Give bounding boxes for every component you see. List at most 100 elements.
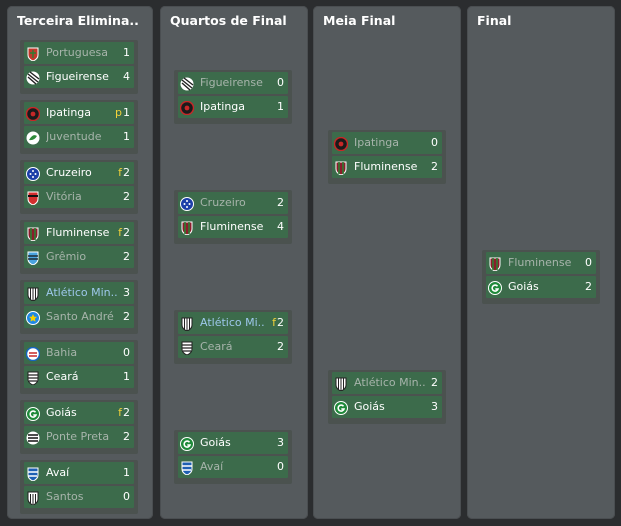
- result-flag: p: [115, 106, 122, 119]
- team-name: Cruzeiro: [46, 166, 92, 179]
- team-score: 2: [585, 280, 592, 293]
- team-row[interactable]: Avaí 0: [178, 456, 288, 478]
- team-score: 2: [123, 430, 130, 443]
- team-name: Goiás: [200, 436, 231, 449]
- team-score: 2: [277, 340, 284, 353]
- team-name: Avaí: [46, 466, 70, 479]
- team-name: Ceará: [46, 370, 79, 383]
- team-name: Goiás: [354, 400, 385, 413]
- team-score: 2: [431, 376, 438, 389]
- team-row[interactable]: Ponte Preta 2: [24, 426, 134, 448]
- team-name: Goiás: [508, 280, 539, 293]
- goias-crest-icon: [26, 406, 40, 421]
- team-name: Ponte Preta: [46, 430, 110, 443]
- cruzeiro-crest-icon: [180, 196, 194, 211]
- goias-crest-icon: [334, 400, 348, 415]
- team-name: Bahia: [46, 346, 78, 359]
- fluminense-crest-icon: [334, 160, 348, 176]
- team-name: Avaí: [200, 460, 224, 473]
- team-score: 2: [123, 226, 130, 239]
- avai-crest-icon: [26, 466, 40, 482]
- team-row[interactable]: Goiás 3: [332, 396, 442, 418]
- ipatinga-crest-icon: [179, 100, 195, 116]
- team-score: 1: [277, 100, 284, 113]
- team-name: Ipatinga: [46, 106, 92, 119]
- result-flag: f: [272, 316, 276, 329]
- bahia-crest-icon: [25, 346, 41, 362]
- team-name: Juventude: [46, 130, 102, 143]
- team-score: 2: [431, 160, 438, 173]
- atletico-mineiro-crest-icon: [180, 316, 194, 332]
- team-name: Goiás: [46, 406, 77, 419]
- goias-crest-icon: [488, 280, 502, 295]
- team-name: Fluminense: [46, 226, 110, 239]
- team-row[interactable]: Atlético Min.. 2: [332, 372, 442, 394]
- round-title: Terceira Elimina..: [17, 13, 139, 28]
- team-row[interactable]: Fluminense 2: [332, 156, 442, 178]
- team-name: Atlético Min..: [354, 376, 426, 389]
- ipatinga-crest-icon: [333, 136, 349, 152]
- ipatinga-crest-icon: [25, 106, 41, 122]
- team-name[interactable]: Atlético Mi..: [200, 316, 265, 329]
- team-row[interactable]: Goiás 2: [486, 276, 596, 298]
- santos-crest-icon: [26, 490, 40, 506]
- team-row[interactable]: Avaí 1: [24, 462, 134, 484]
- team-name: Figueirense: [46, 70, 109, 83]
- team-score: 2: [123, 190, 130, 203]
- team-score: 1: [123, 106, 130, 119]
- team-row[interactable]: Atlético Min..3: [24, 282, 134, 304]
- team-score: 0: [277, 460, 284, 473]
- team-name[interactable]: Atlético Min..: [46, 286, 118, 299]
- santo-andre-crest-icon: [26, 310, 40, 325]
- team-score: 3: [431, 400, 438, 413]
- team-score: 4: [277, 220, 284, 233]
- team-name: Fluminense: [354, 160, 418, 173]
- atletico-mineiro-crest-icon: [26, 286, 40, 302]
- team-name: Fluminense: [508, 256, 572, 269]
- round-title: Quartos de Final: [170, 13, 287, 28]
- team-score: 1: [123, 466, 130, 479]
- team-score: 0: [123, 490, 130, 503]
- team-score: 2: [277, 316, 284, 329]
